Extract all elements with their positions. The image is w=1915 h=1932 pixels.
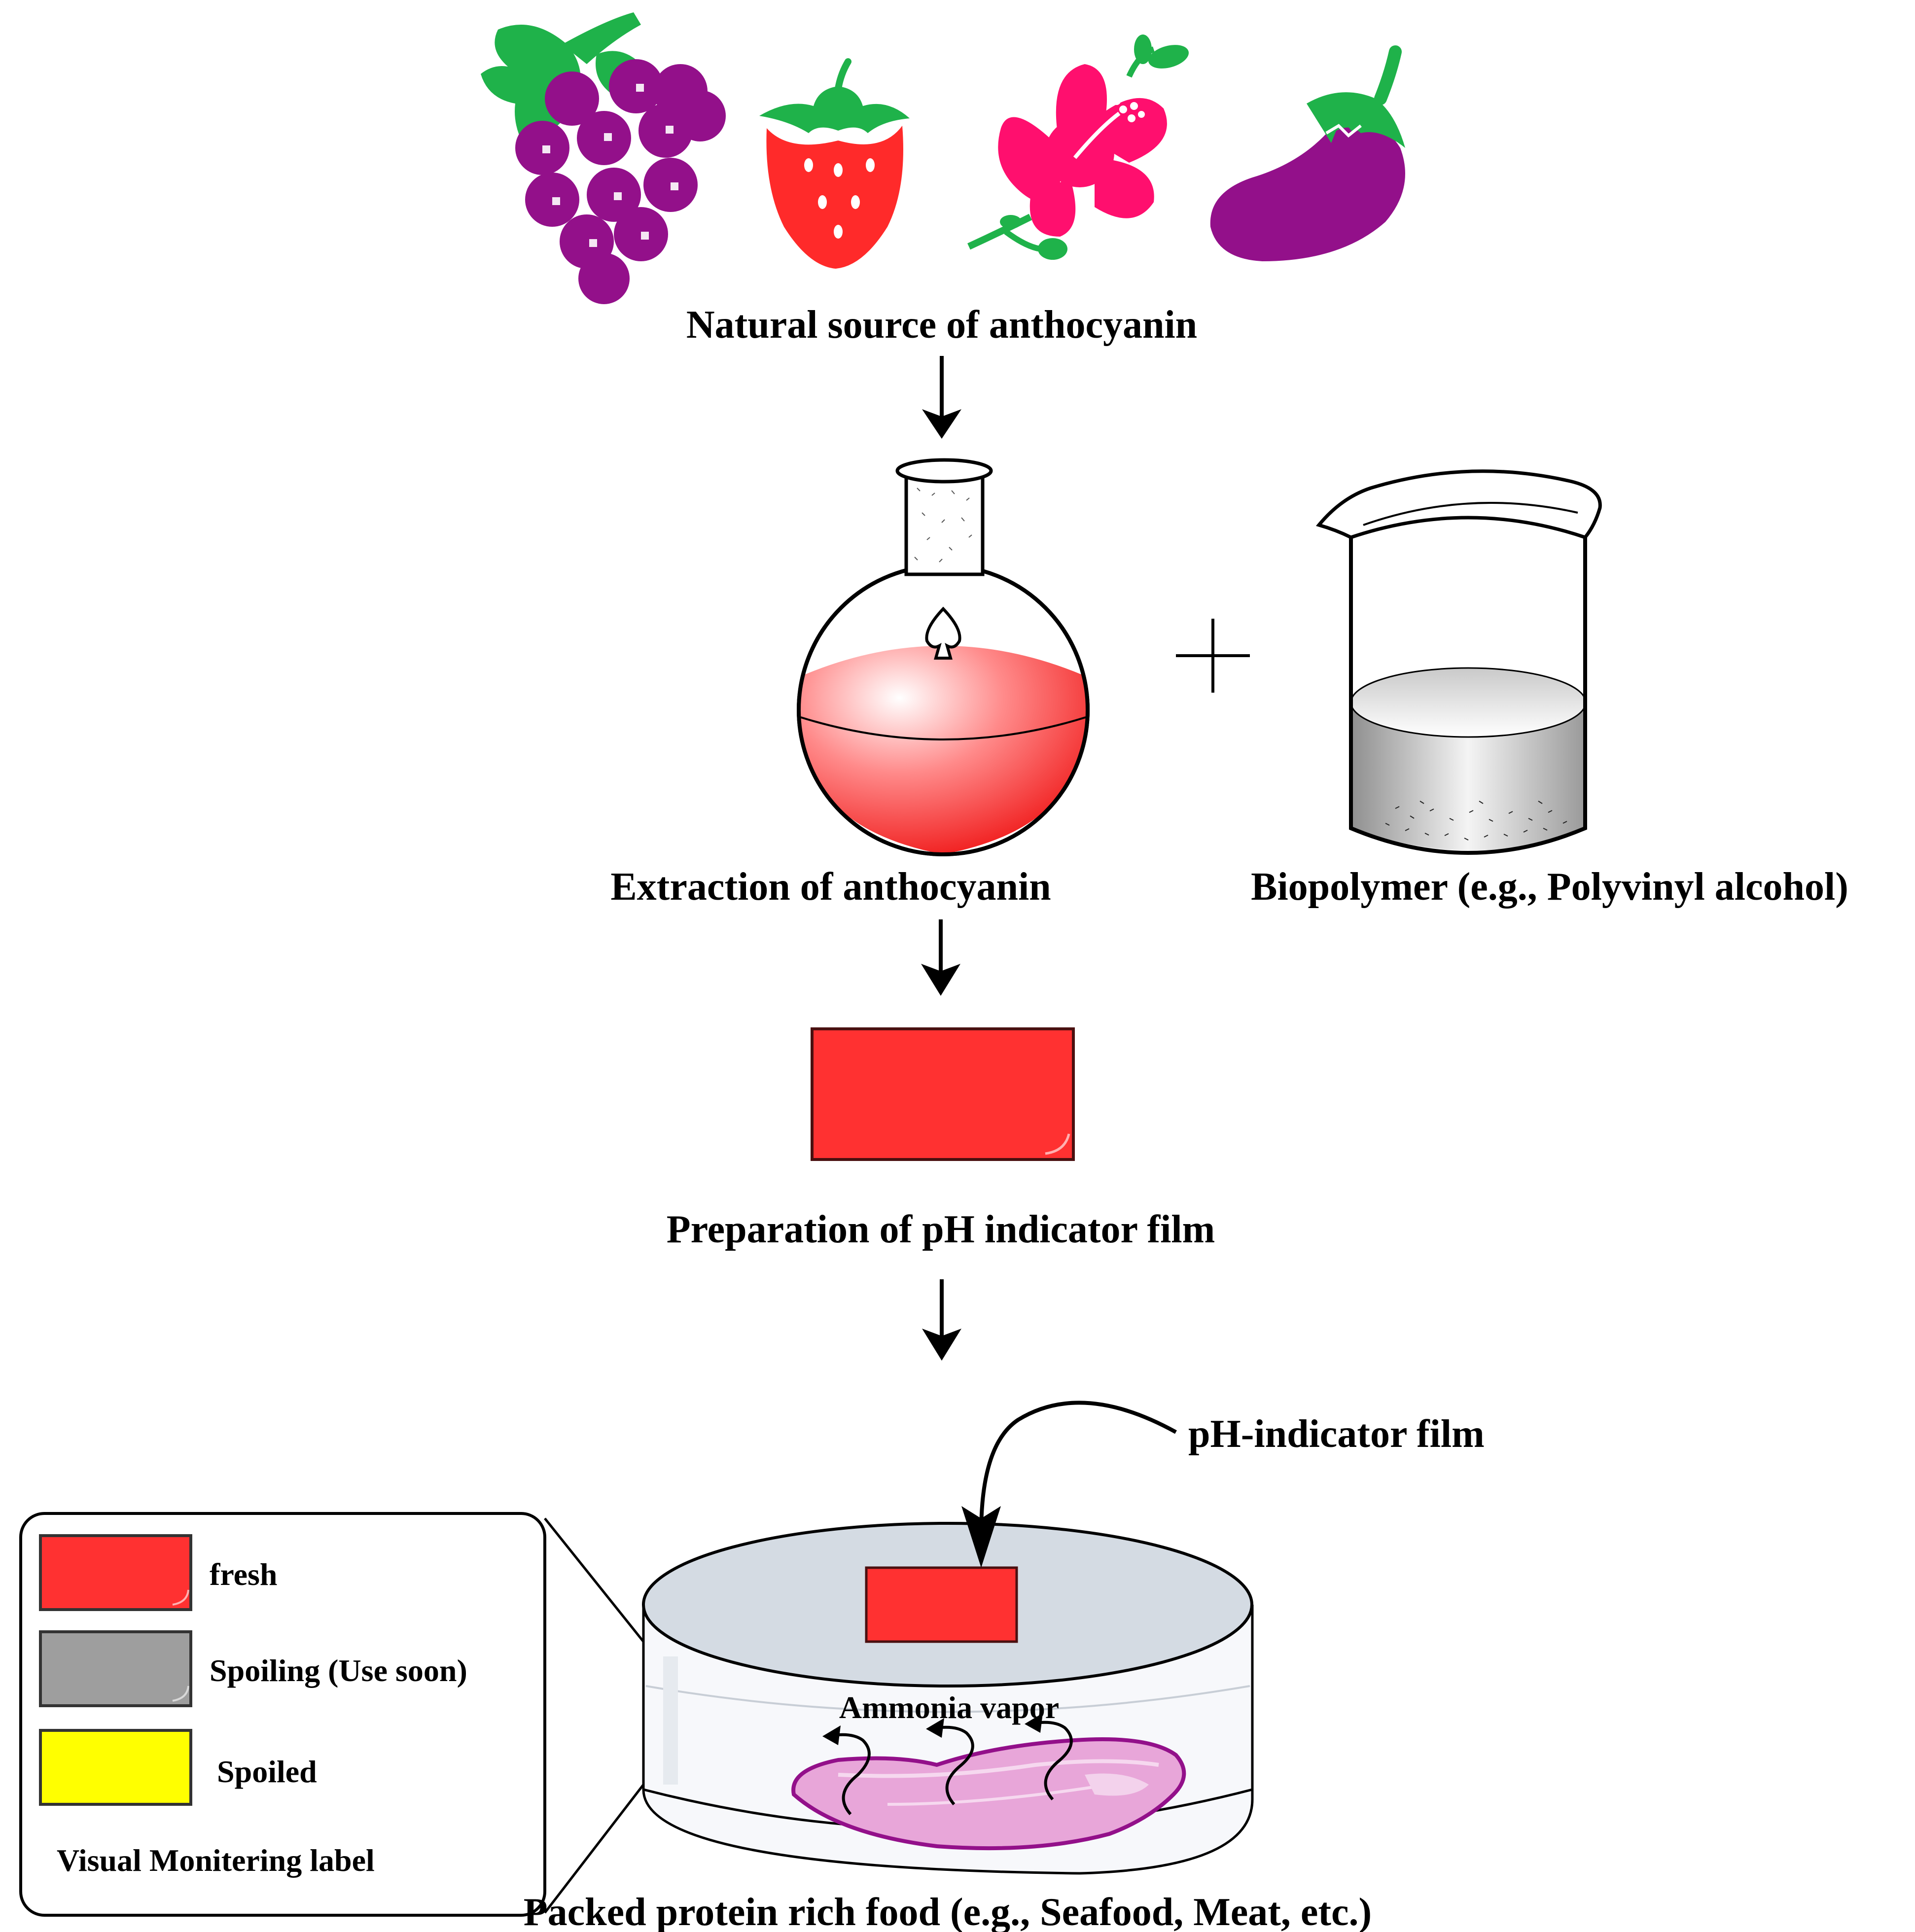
legend-title: Visual Monitering label: [57, 1843, 375, 1878]
legend-item-fresh: fresh: [39, 1534, 277, 1611]
extraction-label: Extraction of anthocyanin: [610, 865, 1051, 909]
arrowhead-icon: [921, 964, 960, 996]
hibiscus-flower-icon: [967, 35, 1189, 260]
legend-swatch: [39, 1729, 192, 1806]
curved-pointer-arrow-icon: [979, 1401, 1177, 1534]
ammonia-vapor-label: Ammonia vapor: [839, 1690, 1059, 1725]
ph-indicator-film: [811, 1027, 1075, 1161]
ammonia-vapor-arrows-icon: [833, 1721, 1073, 1815]
film-preparation-label: Preparation of pH indicator film: [667, 1208, 1215, 1251]
legend-item-spoiling: Spoiling (Use soon): [39, 1630, 467, 1707]
packed-food-label: Packed protein rich food (e.g., Seafood,…: [524, 1891, 1372, 1932]
ph-indicator-film-label: pH-indicator film: [1188, 1412, 1485, 1456]
strawberry-icon: [759, 58, 910, 269]
biopolymer-label: Biopolymer (e.g., Polyvinyl alcohol): [1251, 865, 1848, 909]
legend-swatch: [39, 1534, 192, 1611]
lid-ph-indicator-film: [865, 1566, 1018, 1643]
vapor-arrowheads-icon: [822, 1713, 1043, 1745]
protein-food-icon: [791, 1737, 1186, 1851]
arrowhead-icon: [922, 409, 961, 439]
grapes-icon: [481, 12, 726, 304]
legend-swatch: [39, 1630, 192, 1707]
legend-label: Spoiled: [217, 1754, 317, 1789]
legend-label: Spoiling (Use soon): [210, 1653, 467, 1688]
legend-connector: [544, 1517, 644, 1643]
plus-icon: [1176, 619, 1250, 693]
legend-item-spoiled: Spoiled: [39, 1729, 317, 1806]
legend-label: fresh: [210, 1557, 277, 1592]
eggplant-icon: [1210, 45, 1405, 261]
natural-source-label: Natural source of anthocyanin: [686, 303, 1197, 347]
visual-monitoring-legend: fresh Spoiling (Use soon) Spoiled Visual…: [19, 1512, 546, 1917]
round-bottom-flask-icon: [797, 458, 1090, 856]
arrowhead-icon: [961, 1506, 1001, 1568]
beaker-icon: [1315, 469, 1602, 855]
arrowhead-icon: [922, 1329, 961, 1361]
legend-connector: [544, 1784, 644, 1914]
